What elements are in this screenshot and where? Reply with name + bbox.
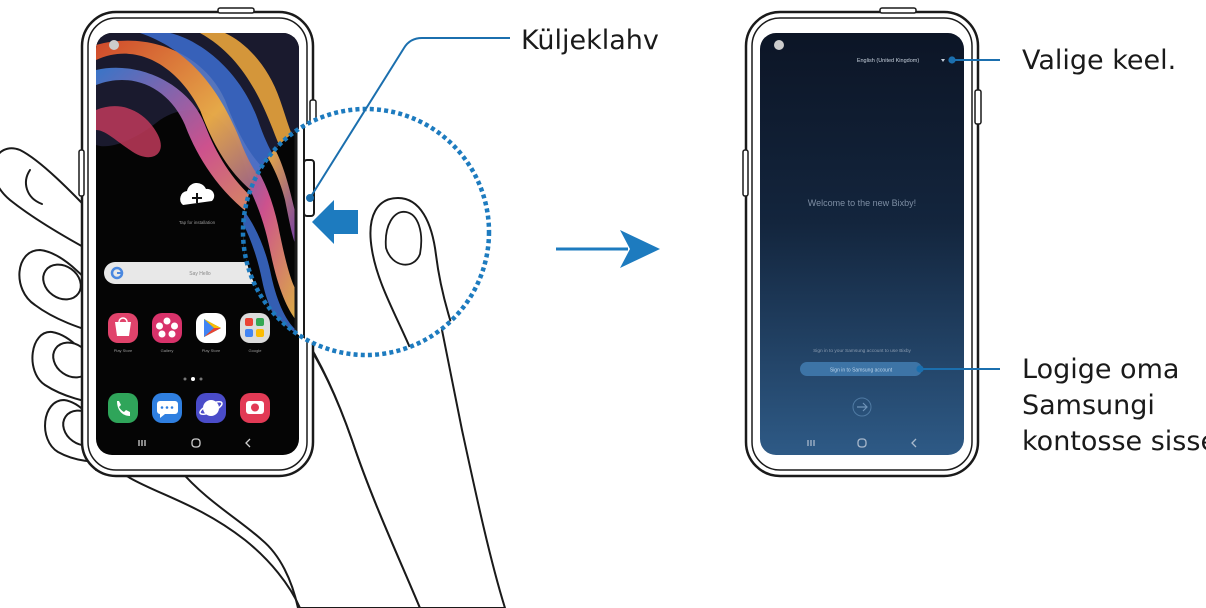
- app-label: Play Store: [114, 348, 133, 353]
- left-phone-screen: Tap for installation Say Hello: [96, 33, 299, 455]
- front-camera: [109, 40, 119, 50]
- language-callout-line: [948, 56, 1000, 64]
- page-indicator: [183, 377, 203, 381]
- zoomed-side-key: [303, 159, 315, 217]
- cloud-hint-text: Tap for installation: [179, 220, 216, 225]
- sign-in-callout-line: [916, 365, 1000, 373]
- back-icon[interactable]: [245, 438, 251, 448]
- google-search-bar[interactable]: [104, 262, 294, 284]
- select-language-label: Valige keel.: [1022, 45, 1177, 76]
- search-placeholder-text: Say Hello: [189, 271, 211, 277]
- sign-in-label-line3: kontosse sisse.: [1022, 426, 1206, 457]
- sign-in-button[interactable]: [800, 362, 922, 376]
- recent-apps-icon[interactable]: [807, 440, 815, 446]
- bixby-screen: [760, 33, 964, 455]
- app-label: Play Store: [202, 348, 221, 353]
- navigation-bar: [807, 438, 917, 448]
- gallery-icon[interactable]: [152, 313, 182, 343]
- direction-arrow-icon: [556, 230, 660, 268]
- left-phone: Tap for installation Say Hello: [78, 7, 317, 478]
- phone-app-icon[interactable]: [108, 393, 138, 423]
- back-icon[interactable]: [911, 438, 917, 448]
- google-search-icon: [110, 266, 124, 280]
- dropdown-arrow-icon[interactable]: [941, 59, 945, 62]
- right-phone: English (United Kingdom) Welcome to the …: [742, 7, 982, 478]
- sign-in-label-line1: Logige oma: [1022, 354, 1180, 385]
- navigation-bar: [138, 438, 251, 448]
- front-camera: [774, 40, 784, 50]
- sign-in-label-line2: Samsungi: [1022, 390, 1155, 421]
- side-key-label: Küljeklahv: [521, 25, 659, 56]
- next-arrow-icon[interactable]: [852, 397, 872, 417]
- cloud-plus-icon[interactable]: [180, 182, 215, 205]
- app-label: Google: [249, 348, 263, 353]
- app-label: Gallery: [161, 348, 174, 353]
- google-folder-icon[interactable]: [240, 313, 270, 343]
- recent-apps-icon[interactable]: [138, 440, 146, 446]
- internet-app-icon[interactable]: [196, 393, 226, 423]
- sign-in-button-label: Sign in to Samsung account: [830, 368, 893, 374]
- messages-app-icon[interactable]: [152, 393, 182, 423]
- home-icon[interactable]: [857, 438, 867, 448]
- play-store-icon[interactable]: [196, 313, 226, 343]
- home-icon[interactable]: [191, 438, 201, 448]
- language-selector[interactable]: English (United Kingdom): [857, 58, 920, 64]
- welcome-text: Welcome to the new Bixby!: [808, 198, 916, 208]
- side-key-callout-line: [306, 37, 510, 202]
- camera-app-icon[interactable]: [240, 393, 270, 423]
- galaxy-store-icon[interactable]: [108, 313, 138, 343]
- sign-in-hint: Sign in to your Samsung account to use B…: [813, 348, 911, 354]
- press-arrow-icon: [312, 200, 358, 244]
